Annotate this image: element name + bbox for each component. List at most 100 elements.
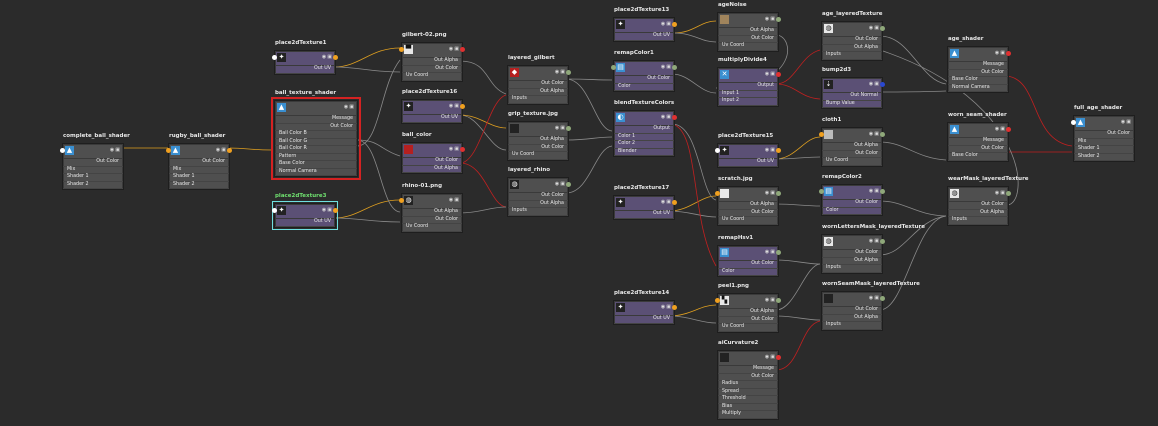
port-out[interactable] — [776, 17, 781, 22]
port-in[interactable] — [272, 55, 277, 60]
node-header-icons[interactable]: ◉▣ — [448, 146, 460, 152]
port-in[interactable] — [819, 132, 824, 137]
port-out[interactable] — [776, 298, 781, 303]
node-full-age-shader[interactable]: full_age_shader ▲◉▣ Out Color Mix Shader… — [1071, 105, 1135, 162]
port-out[interactable] — [460, 147, 465, 152]
node-place2dtexture16[interactable]: place2dTexture16 ✦◉▣ Out UV — [401, 89, 465, 124]
node-wornseammask-layeredtexture[interactable]: wornSeamMask_layeredTexture ◉▣ Out Color… — [821, 281, 920, 331]
node-header-icons[interactable]: ◉▣ — [868, 295, 880, 301]
port-out[interactable] — [880, 296, 885, 301]
node-age-shader[interactable]: age_shader ▲◉▣ Message Out Color Base Co… — [947, 36, 1011, 93]
port-out[interactable] — [776, 191, 781, 196]
node-ball-color[interactable]: ball_color ◉▣ Out Color Out Alpha — [401, 132, 465, 174]
port-in[interactable] — [272, 208, 277, 213]
port-out[interactable] — [776, 72, 781, 77]
port-out[interactable] — [880, 189, 885, 194]
node-place2dtexture17[interactable]: place2dTexture17 ✦◉▣ Out UV — [613, 185, 677, 220]
node-header-icons[interactable]: ◉▣ — [868, 131, 880, 137]
port-in[interactable] — [60, 148, 65, 153]
port-in[interactable] — [399, 198, 404, 203]
node-ball-texture-shader[interactable]: ball_texture_shader ▲◉▣ Message Out Colo… — [271, 90, 361, 180]
node-layered-rhino[interactable]: layered_rhino ◍◉▣ Out Color Out Alpha In… — [507, 167, 571, 217]
node-wornlettersmask-layeredtexture[interactable]: wornLettersMask_layeredTexture ◍◉▣ Out C… — [821, 224, 925, 274]
node-place2dtexture1[interactable]: place2dTexture1 ✦◉▣ Out UV — [272, 40, 338, 75]
node-header-icons[interactable]: ◉▣ — [764, 249, 776, 255]
node-header-icons[interactable]: ◉▣ — [764, 16, 776, 22]
node-place2dtexture3[interactable]: place2dTexture3 ✦◉▣ Out UV — [272, 193, 338, 230]
node-header-icons[interactable]: ◉▣ — [554, 125, 566, 131]
port-out[interactable] — [1006, 191, 1011, 196]
node-header-icons[interactable]: ◉▣ — [764, 147, 776, 153]
port-out[interactable] — [333, 55, 338, 60]
port-in[interactable] — [611, 65, 616, 70]
port-out[interactable] — [460, 47, 465, 52]
node-header-icons[interactable]: ◉▣ — [448, 103, 460, 109]
port-in[interactable] — [399, 47, 404, 52]
port-in[interactable] — [819, 189, 824, 194]
node-blendtexturecolors[interactable]: blendTextureColors ◐◉▣ Output Color 1 Co… — [613, 100, 677, 157]
node-wearmask-layeredtexture[interactable]: wearMask_layeredTexture ◍◉▣ Out Color Ou… — [947, 176, 1029, 226]
node-header-icons[interactable]: ◉▣ — [660, 114, 672, 120]
port-out[interactable] — [566, 70, 571, 75]
node-header-icons[interactable]: ◉▣ — [764, 297, 776, 303]
node-header-icons[interactable]: ◉▣ — [764, 71, 776, 77]
node-header-icons[interactable]: ◉▣ — [554, 69, 566, 75]
node-place2dtexture14[interactable]: place2dTexture14 ✦◉▣ Out UV — [613, 290, 677, 325]
port-out[interactable] — [1006, 51, 1011, 56]
port-out[interactable] — [880, 26, 885, 31]
node-header-icons[interactable]: ◉▣ — [321, 207, 333, 213]
port-out[interactable] — [776, 148, 781, 153]
port-out[interactable] — [566, 182, 571, 187]
node-header-icons[interactable]: ◉▣ — [343, 104, 355, 110]
port-out[interactable] — [672, 200, 677, 205]
node-peel1-png[interactable]: peel1.png ▚◉▣ Out Alpha Out Color Uv Coo… — [715, 283, 781, 333]
port-out[interactable] — [672, 22, 677, 27]
node-header-icons[interactable]: ◉▣ — [868, 188, 880, 194]
node-header-icons[interactable]: ◉▣ — [868, 25, 880, 31]
node-complete-ball-shader[interactable]: complete_ball_shader ▲◉▣ Out Color Mix S… — [60, 133, 130, 190]
node-header-icons[interactable]: ◉▣ — [448, 46, 460, 52]
node-header-icons[interactable]: ◉▣ — [994, 190, 1006, 196]
node-header-icons[interactable]: ◉▣ — [764, 190, 776, 196]
node-header-icons[interactable]: ◉▣ — [660, 304, 672, 310]
port-out[interactable] — [566, 126, 571, 131]
node-place2dtexture13[interactable]: place2dTexture13 ✦◉▣ Out UV — [613, 7, 677, 42]
node-header-icons[interactable]: ◉▣ — [215, 147, 227, 153]
node-cloth1[interactable]: cloth1 ◉▣ Out Alpha Out Color Uv Coord — [819, 117, 885, 167]
port-in[interactable] — [1071, 120, 1076, 125]
node-rhino-01-png[interactable]: rhino-01.png ◍◉▣ Out Alpha Out Color Uv … — [399, 183, 463, 233]
node-scratch-jpg[interactable]: scratch.jpg ◉▣ Out Alpha Out Color Uv Co… — [715, 176, 781, 226]
node-header-icons[interactable]: ◉▣ — [868, 238, 880, 244]
port-out[interactable] — [1006, 127, 1011, 132]
port-in[interactable] — [715, 148, 720, 153]
node-rugby-ball-shader[interactable]: rugby_ball_shader ▲◉▣ Out Color Mix Shad… — [166, 133, 232, 190]
node-header-icons[interactable]: ◉▣ — [994, 50, 1006, 56]
port-out[interactable] — [672, 115, 677, 120]
node-remaphsv1[interactable]: remapHsv1 ▤◉▣ Out Color Color — [717, 235, 781, 277]
node-header-icons[interactable]: ◉▣ — [554, 181, 566, 187]
port-in[interactable] — [715, 191, 720, 196]
node-place2dtexture15[interactable]: place2dTexture15 ✦◉▣ Out UV — [715, 133, 781, 168]
node-header-icons[interactable]: ◉▣ — [868, 81, 880, 87]
node-gilbert-02-png[interactable]: gilbert-02.png ▀◉▣ Out Alpha Out Color U… — [399, 32, 465, 82]
port-out[interactable] — [672, 65, 677, 70]
node-header-icons[interactable]: ◉▣ — [660, 199, 672, 205]
port-out[interactable] — [227, 148, 232, 153]
node-header-icons[interactable]: ◉▣ — [321, 54, 333, 60]
node-worn-seam-shader[interactable]: worn_seam_shader ▲◉▣ Message Out Color B… — [947, 112, 1011, 162]
port-out[interactable] — [776, 250, 781, 255]
port-out[interactable] — [880, 132, 885, 137]
node-multiplydivide4[interactable]: multiplyDivide4 ✕◉▣ Output Input 1 Input… — [717, 57, 781, 107]
port-in[interactable] — [715, 298, 720, 303]
port-out[interactable] — [333, 208, 338, 213]
node-layered-gilbert[interactable]: layered_gilbert ◆◉▣ Out Color Out Alpha … — [507, 55, 571, 105]
node-header-icons[interactable]: ◉▣ — [994, 126, 1006, 132]
port-out[interactable] — [672, 305, 677, 310]
node-header-icons[interactable]: ◉▣ — [660, 64, 672, 70]
port-out[interactable] — [460, 104, 465, 109]
node-header-icons[interactable]: ◉▣ — [1120, 119, 1132, 125]
node-bump2d3[interactable]: bump2d3 ⇣◉▣ Out Normal Bump Value — [821, 67, 885, 109]
port-out[interactable] — [880, 82, 885, 87]
port-in[interactable] — [166, 148, 171, 153]
